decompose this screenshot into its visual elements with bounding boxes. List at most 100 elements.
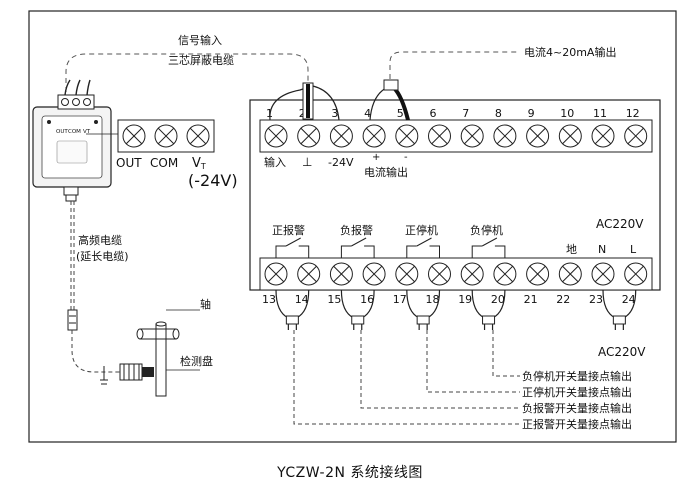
cable-connector <box>67 309 78 331</box>
bottom-terminal-14 <box>297 262 321 286</box>
n-label: N <box>598 243 606 256</box>
shaft <box>136 309 200 397</box>
relay-label-3: 负停机 <box>470 223 503 237</box>
bottom-terminal-number: 18 <box>426 293 440 306</box>
relay-label-2: 正停机 <box>405 223 438 237</box>
diagram-caption: YCZW-2N 系统接线图 <box>277 465 423 481</box>
current-output-label: 电流输出 <box>364 165 408 179</box>
relay-label-0: 正报警 <box>272 223 305 237</box>
cable-type-label: 三芯屏蔽电缆 <box>168 53 234 67</box>
input-label: 输入 <box>264 155 286 169</box>
plus-label: + <box>372 152 380 163</box>
leader-stop-pos <box>426 330 520 393</box>
l-label: L <box>630 243 637 256</box>
top-terminal-number: 9 <box>528 107 535 120</box>
outer-frame <box>28 10 677 443</box>
top-terminal-number: 12 <box>626 107 640 120</box>
cable-loop <box>406 289 441 330</box>
bottom-terminal-13 <box>264 262 288 286</box>
strip-vt-label: VT <box>192 156 206 171</box>
bottom-terminal-number: 13 <box>262 293 276 306</box>
top-terminal-number: 7 <box>462 107 469 120</box>
bottom-terminal-19 <box>460 262 484 286</box>
bottom-terminal-22 <box>558 262 582 286</box>
top-terminal-number: 6 <box>430 107 437 120</box>
ac220v-bottom-label: AC220V <box>598 345 646 359</box>
cable-loop <box>340 289 375 330</box>
bottom-terminal-number: 15 <box>327 293 341 306</box>
minus-label: - <box>404 152 408 163</box>
top-terminal-9 <box>526 124 550 148</box>
module-vt-label: VT <box>83 129 91 135</box>
bottom-terminal-18 <box>428 262 451 286</box>
bottom-terminal-17 <box>395 262 419 286</box>
ground-symbol: ⊥ <box>302 155 312 169</box>
strip-out-label: OUT <box>116 156 142 170</box>
output-label-3: 正报警开关量接点输出 <box>522 417 632 431</box>
neg24v-label: -24V <box>328 156 354 169</box>
wire-term1 <box>269 85 313 121</box>
top-terminal-8 <box>493 124 517 148</box>
bottom-terminal-number: 17 <box>393 293 407 306</box>
top-terminal-number: 10 <box>560 107 574 120</box>
bottom-terminal-number: 23 <box>589 293 603 306</box>
cable-loop <box>471 289 506 330</box>
bottom-terminal-15 <box>329 262 353 286</box>
probe <box>100 363 154 385</box>
shaft-label: 轴 <box>200 297 211 311</box>
top-terminal-4 <box>362 124 386 148</box>
top-terminal-number: 11 <box>593 107 607 120</box>
relay-contact-symbol <box>406 237 440 258</box>
bottom-terminal-number: 16 <box>360 293 374 306</box>
strip-com-label: COM <box>150 156 178 170</box>
leader-alarm-neg <box>360 330 520 409</box>
top-terminal-6 <box>428 124 451 148</box>
top-terminal-number: 5 <box>397 107 404 120</box>
top-terminal-number: 2 <box>299 107 306 120</box>
module-com-label: COM <box>68 129 81 135</box>
signal-input-label: 信号输入 <box>178 33 222 47</box>
top-terminal-1 <box>264 124 288 148</box>
top-terminal-number: 4 <box>364 107 371 120</box>
bottom-terminal-number: 20 <box>491 293 505 306</box>
output-label-0: 负停机开关量接点输出 <box>522 369 632 383</box>
relay-contact-symbol <box>471 237 506 258</box>
cable-loop <box>602 289 637 330</box>
hf-cable-label: 高频电缆 <box>78 233 122 247</box>
top-terminal-5 <box>395 124 419 148</box>
bottom-terminal-number: 24 <box>622 293 636 306</box>
output-label-1: 正停机开关量接点输出 <box>522 385 632 399</box>
top-terminal-2 <box>297 124 321 148</box>
bottom-terminal-number: 19 <box>458 293 472 306</box>
bottom-terminal-number: 14 <box>295 293 309 306</box>
probe-cable-dashed <box>71 330 120 373</box>
current-output-top-label: 电流4~20mA输出 <box>524 45 616 59</box>
bottom-terminal-24 <box>624 262 648 286</box>
extension-cable-label: (延长电缆) <box>76 250 129 263</box>
relay-contact-symbol <box>275 237 310 258</box>
bottom-terminal-16 <box>362 262 386 286</box>
sensor-module <box>32 79 112 202</box>
bottom-terminal-20 <box>493 262 517 286</box>
ac220v-top-label: AC220V <box>596 217 644 231</box>
bottom-terminal-strip <box>259 257 653 291</box>
earth-label: 地 <box>566 243 577 256</box>
relay-contact-symbol <box>340 237 375 258</box>
voltage-label: (-24V) <box>188 171 238 190</box>
current-output-dashed <box>389 51 520 88</box>
wire-term3 <box>312 85 340 121</box>
top-terminal-12 <box>624 124 648 148</box>
leader-alarm-pos <box>293 330 520 425</box>
top-terminal-number: 8 <box>495 107 502 120</box>
bottom-terminal-21 <box>526 262 550 286</box>
module-out-label: OUT <box>56 129 68 135</box>
detection-disk-label: 检测盘 <box>180 354 213 368</box>
bottom-terminal-number: 22 <box>556 293 570 306</box>
top-terminal-11 <box>591 124 615 148</box>
output-label-2: 负报警开关量接点输出 <box>522 401 632 415</box>
relay-label-1: 负报警 <box>340 223 373 237</box>
top-terminal-10 <box>558 124 582 148</box>
top-terminal-strip <box>259 119 653 153</box>
